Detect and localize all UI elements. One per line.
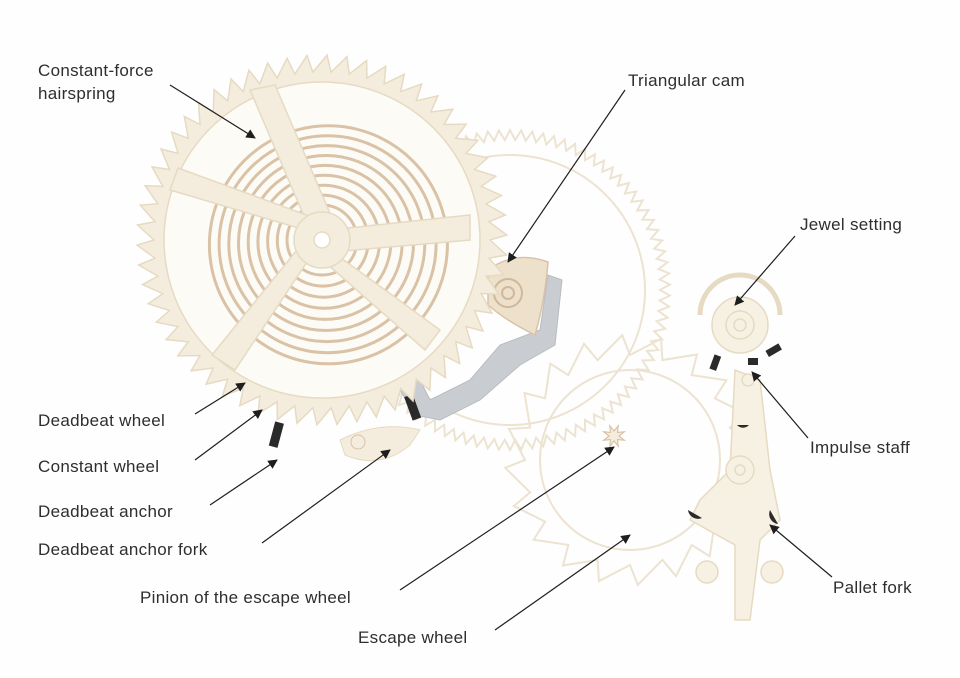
- jewel-setting: [697, 272, 783, 387]
- label-escape-wheel: Escape wheel: [358, 628, 467, 647]
- deadbeat-anchor: [268, 239, 563, 462]
- constant-wheel-leader: [194, 409, 263, 461]
- escape-wheel-leader: [494, 534, 631, 631]
- label-deadbeat-anchor: Deadbeat anchor: [38, 502, 173, 521]
- leader-lines: [169, 84, 833, 631]
- anchor-fork-leader: [261, 449, 391, 544]
- escape-wheel-rim: [539, 369, 721, 551]
- label-jewel-setting: Jewel setting: [800, 215, 902, 234]
- label-impulse-staff: Impulse staff: [810, 438, 910, 457]
- pallet-fork-leader: [769, 524, 833, 578]
- hairspring-coil: [217, 134, 438, 355]
- escape-wheel-teeth: [503, 333, 757, 587]
- escape-wheel-pinion: [601, 423, 627, 449]
- label-hairspring-1: Constant-force: [38, 61, 154, 80]
- label-deadbeat-wheel: Deadbeat wheel: [38, 411, 165, 430]
- impulse-leader: [751, 371, 809, 439]
- anchor-leader: [209, 459, 278, 506]
- label-constant-wheel: Constant wheel: [38, 457, 159, 476]
- pallet-fork: [688, 368, 784, 621]
- deadbeat-wheel: [135, 53, 509, 427]
- hairspring-leader: [169, 84, 256, 139]
- label-hairspring-2: hairspring: [38, 84, 116, 103]
- escape-wheel-gear: [503, 333, 757, 587]
- pinion-leader: [399, 446, 615, 591]
- jewel-leader: [734, 235, 796, 306]
- label-pinion: Pinion of the escape wheel: [140, 588, 351, 607]
- label-deadbeat-anchor-fork: Deadbeat anchor fork: [38, 540, 208, 559]
- labels: Constant-force hairspring Triangular cam…: [38, 61, 912, 647]
- deadbeat-wheel-leader: [194, 382, 246, 415]
- label-triangular-cam: Triangular cam: [628, 71, 745, 90]
- hairspring-coil: [207, 124, 449, 366]
- cam-leader: [507, 89, 626, 263]
- label-pallet-fork: Pallet fork: [833, 578, 912, 597]
- pinion-teeth: [601, 423, 627, 449]
